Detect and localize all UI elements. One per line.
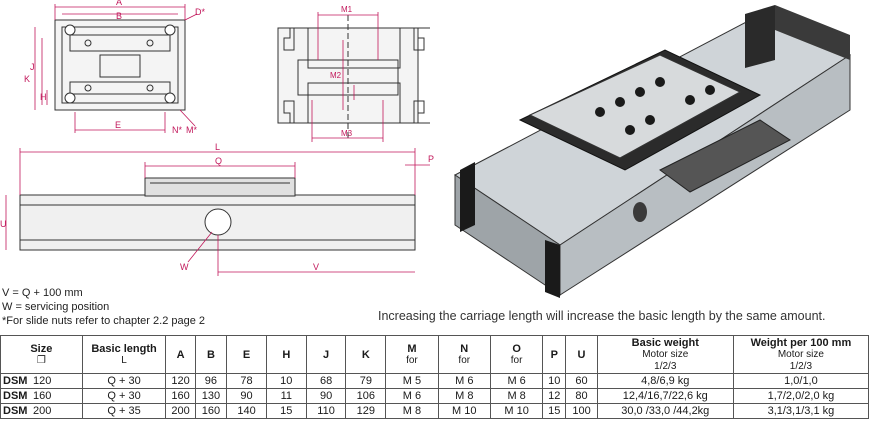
carriage-length-note: Increasing the carriage length will incr…: [378, 309, 826, 323]
dim-d-label: D*: [195, 7, 205, 17]
weight-per-100mm-cell: 3,1/3,1/3,1 kg: [732, 403, 869, 419]
o-cell: M 8: [489, 388, 544, 404]
h-cell: 10: [265, 373, 307, 389]
o-cell: M 6: [489, 373, 544, 389]
m-cell: M 6: [385, 388, 439, 404]
dim-m2-label: M2: [330, 71, 342, 80]
note-w: W = servicing position: [2, 301, 110, 313]
header-size: Size❐: [0, 335, 83, 374]
header-e: E: [226, 335, 267, 374]
dim-b-label: B: [116, 11, 122, 21]
u-cell: 60: [565, 373, 598, 389]
n-cell: M 10: [437, 403, 491, 419]
dim-a-label: A: [116, 0, 122, 7]
e-cell: 78: [226, 373, 267, 389]
top-view-drawing: A B D* J K H E N* M*: [24, 0, 205, 135]
side-view-drawing: L Q P U V W: [0, 142, 434, 276]
basic-length-cell: Q + 30: [81, 388, 167, 404]
h-cell: 15: [265, 403, 307, 419]
header-k: K: [345, 335, 387, 374]
dim-u-label: U: [0, 219, 7, 229]
weight-per-100mm-cell: 1,0/1,0: [732, 373, 869, 389]
header-b: B: [194, 335, 228, 374]
header-h: H: [265, 335, 307, 374]
h-cell: 11: [265, 388, 307, 404]
n-cell: M 6: [437, 373, 491, 389]
b-cell: 130: [194, 388, 228, 404]
b-cell: 96: [194, 373, 228, 389]
note-v: V = Q + 100 mm: [2, 287, 83, 299]
p-cell: 12: [542, 388, 567, 404]
technical-drawing: A B D* J K H E N* M* M1 M2 M3: [0, 0, 852, 298]
basic-length-cell: Q + 35: [81, 403, 167, 419]
j-cell: 90: [305, 388, 347, 404]
basic-weight-cell: 4,8/6,9 kg: [596, 373, 734, 389]
note-slide-nuts: *For slide nuts refer to chapter 2.2 pag…: [2, 315, 206, 327]
dim-w-label: W: [180, 262, 189, 272]
dim-k-label: K: [24, 74, 30, 84]
m-cell: M 8: [385, 403, 439, 419]
dim-h-label: H: [40, 92, 47, 102]
dim-m-label: M*: [186, 125, 197, 135]
k-cell: 79: [345, 373, 387, 389]
header-j: J: [305, 335, 347, 374]
a-cell: 120: [165, 373, 196, 389]
dim-n-label: N*: [172, 125, 182, 135]
basic-weight-cell: 12,4/16,7/22,6 kg: [596, 388, 734, 404]
b-cell: 160: [194, 403, 228, 419]
weight-per-100mm-cell: 1,7/2,0/2,0 kg: [732, 388, 869, 404]
dim-m1-label: M1: [341, 5, 353, 14]
dim-l-label: L: [215, 142, 220, 152]
n-cell: M 8: [437, 388, 491, 404]
dim-e-label: E: [115, 120, 121, 130]
u-cell: 100: [565, 403, 598, 419]
p-cell: 15: [542, 403, 567, 419]
k-cell: 129: [345, 403, 387, 419]
a-cell: 160: [165, 388, 196, 404]
k-cell: 106: [345, 388, 387, 404]
basic-weight-cell: 30,0 /33,0 /44,2kg: [596, 403, 734, 419]
drawing-notes: V = Q + 100 mm W = servicing position *F…: [2, 286, 205, 328]
header-u: U: [565, 335, 598, 374]
u-cell: 80: [565, 388, 598, 404]
basic-length-cell: Q + 30: [81, 373, 167, 389]
profile-section-drawing: M1 M2 M3: [277, 5, 430, 142]
o-cell: M 10: [489, 403, 544, 419]
header-a: A: [165, 335, 196, 374]
header-p: P: [542, 335, 567, 374]
e-cell: 140: [226, 403, 267, 419]
p-cell: 10: [542, 373, 567, 389]
j-cell: 110: [305, 403, 347, 419]
linear-module-3d-illustration: [454, 5, 852, 298]
j-cell: 68: [305, 373, 347, 389]
dim-p-label: P: [428, 154, 434, 164]
dim-v-label: V: [313, 262, 319, 272]
dim-q-label: Q: [215, 156, 222, 166]
dim-j-label: J: [30, 62, 35, 72]
e-cell: 90: [226, 388, 267, 404]
m-cell: M 5: [385, 373, 439, 389]
a-cell: 200: [165, 403, 196, 419]
dim-m3-label: M3: [341, 129, 353, 138]
